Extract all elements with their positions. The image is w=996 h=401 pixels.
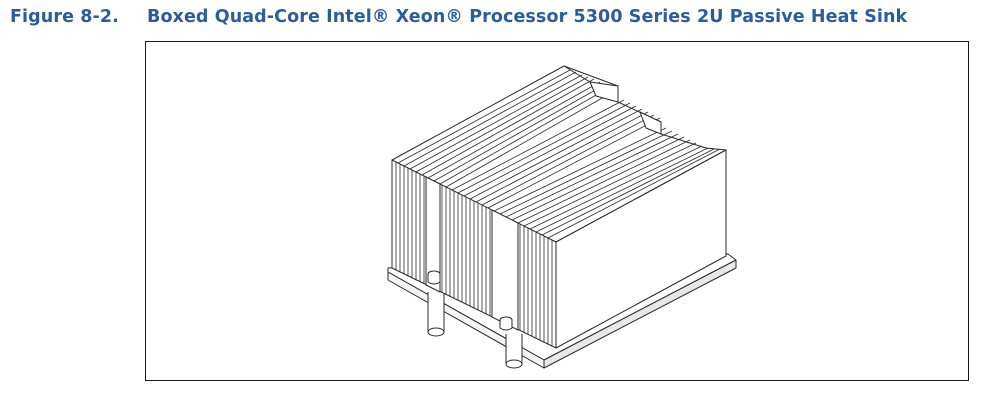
figure-caption: Figure 8-2. Boxed Quad-Core Intel® Xeon® … xyxy=(10,7,907,27)
fin-lines-top xyxy=(397,69,721,239)
top-notches xyxy=(563,65,662,135)
figure-frame xyxy=(145,41,969,381)
base-plate-side xyxy=(543,259,737,369)
figure-title: Boxed Quad-Core Intel® Xeon® Processor 5… xyxy=(147,7,908,27)
screw-icon xyxy=(427,270,513,331)
front-channels xyxy=(425,176,519,331)
mounting-post xyxy=(427,292,523,369)
heat-sink-illustration xyxy=(387,65,737,369)
fin-lines-front xyxy=(395,162,553,346)
figure-number: Figure 8-2. xyxy=(10,7,119,27)
